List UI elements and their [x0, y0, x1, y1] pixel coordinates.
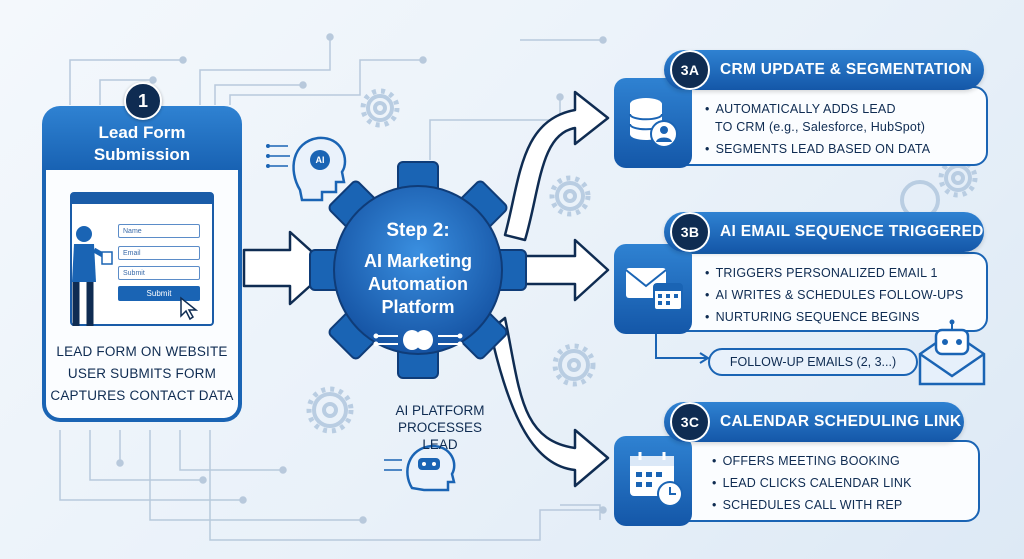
browser-mockup: Name Email Submit Submit [70, 192, 214, 326]
gear-icon [312, 94, 972, 428]
panel-3c-bullets: OFFERS MEETING BOOKING LEAD CLICKS CALEN… [712, 450, 912, 516]
panel-3c-header: 3C CALENDAR SCHEDULING LINK [664, 402, 964, 442]
robot-envelope-icon [918, 319, 986, 386]
database-user-icon [629, 98, 678, 148]
panel-3a-bullets: AUTOMATICALLY ADDS LEAD TO CRM (e.g., Sa… [705, 98, 930, 160]
platform-line-2: Automation [368, 274, 468, 294]
panel-3a-bullet-2: SEGMENTS LEAD BASED ON DATA [705, 138, 931, 160]
lead-form-title-1: Lead Form [98, 123, 186, 142]
arrow-to-3b [516, 238, 610, 302]
panel-3b-tag: 3B [670, 212, 710, 252]
lead-desc-3: CAPTURES CONTACT DATA [50, 388, 234, 403]
panel-3a-tag: 3A [670, 50, 710, 90]
panel-3b-bullet-2: AI WRITES & SCHEDULES FOLLOW-UPS [705, 284, 964, 306]
panel-3c-bullet-1: OFFERS MEETING BOOKING [712, 450, 912, 472]
robot-head-icon [384, 444, 456, 492]
panel-3c-bullet-3: SCHEDULES CALL WITH REP [712, 494, 912, 516]
panel-3b-bullet-3: NURTURING SEQUENCE BEGINS [705, 306, 963, 328]
arrow-to-3c [488, 316, 610, 488]
panel-3a-bullet-1: AUTOMATICALLY ADDS LEAD [705, 98, 930, 120]
platform-caption: AI PLATFORM PROCESSES LEAD [380, 402, 500, 453]
panel-3b-title: AI EMAIL SEQUENCE TRIGGERED [720, 223, 984, 240]
platform-gear [309, 161, 527, 379]
ai-badge: AI [315, 155, 325, 165]
brain-icon [373, 330, 463, 350]
name-field[interactable]: Name [118, 224, 200, 238]
platform-caption-1: AI PLATFORM [395, 403, 485, 418]
arrow-to-3a [503, 90, 610, 242]
step-1-badge: 1 [124, 82, 162, 120]
step-2-title: Step 2: [386, 220, 450, 241]
lead-desc-2: USER SUBMITS FORM [67, 366, 217, 381]
panel-3c-title: CALENDAR SCHEDULING LINK [720, 413, 962, 430]
submit-button[interactable]: Submit [118, 286, 200, 301]
calendar-clock-icon [630, 452, 683, 507]
lead-desc-1: LEAD FORM ON WEBSITE [56, 344, 228, 359]
platform-caption-2: PROCESSES LEAD [397, 420, 483, 452]
cursor-icon [180, 296, 199, 321]
followup-emails-pill: FOLLOW-UP EMAILS (2, 3...) [708, 348, 918, 376]
platform-line-1: AI Marketing [363, 251, 473, 271]
panel-3a-header: 3A CRM UPDATE & SEGMENTATION [664, 50, 984, 90]
email-calendar-icon [625, 268, 683, 311]
person-icon [72, 226, 113, 326]
platform-line-3: Platform [381, 297, 455, 317]
lead-form-title-2: Submission [93, 145, 191, 164]
panel-3a-bullet-1-cont: TO CRM (e.g., Salesforce, HubSpot) [715, 120, 926, 134]
ai-head-icon [266, 136, 347, 202]
email-field[interactable]: Email [118, 246, 200, 260]
panel-3a-title: CRM UPDATE & SEGMENTATION [720, 61, 973, 78]
panel-3b-bullets: TRIGGERS PERSONALIZED EMAIL 1 AI WRITES … [705, 262, 964, 328]
panel-3b-bullet-1: TRIGGERS PERSONALIZED EMAIL 1 [705, 262, 963, 284]
submit-field[interactable]: Submit [118, 266, 200, 280]
panel-3b-header: 3B AI EMAIL SEQUENCE TRIGGERED [664, 212, 984, 252]
panel-3c-tag: 3C [670, 402, 710, 442]
panel-3c-bullet-2: LEAD CLICKS CALENDAR LINK [712, 472, 912, 494]
